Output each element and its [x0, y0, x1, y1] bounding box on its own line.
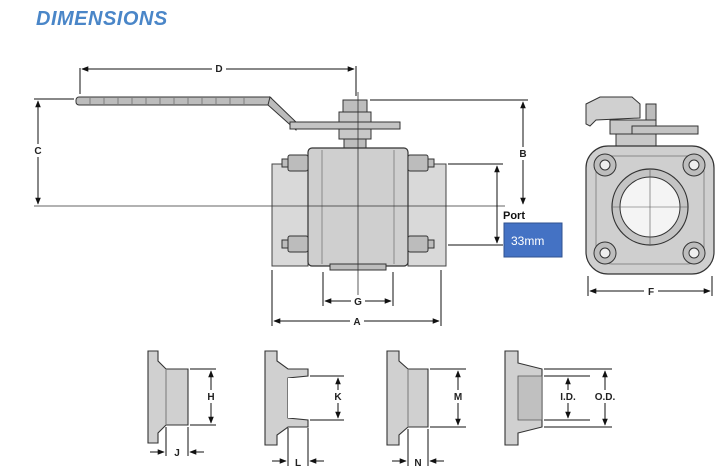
end-profile-id-od: I.D. O.D.	[504, 350, 621, 446]
label-m: M	[454, 392, 462, 403]
end-profile-m-n: M N	[386, 350, 466, 469]
label-od: O.D.	[595, 392, 616, 403]
port-value: 33mm	[511, 234, 544, 248]
label-l: L	[295, 458, 301, 469]
label-id: I.D.	[560, 392, 576, 403]
label-d: D	[215, 64, 222, 75]
end-profile-k-l: K L	[264, 350, 345, 469]
handle-lever	[75, 96, 401, 131]
label-n: N	[414, 458, 421, 469]
label-c: C	[34, 146, 41, 157]
label-b: B	[519, 149, 526, 160]
stem-nut	[338, 99, 372, 149]
port-label: Port	[503, 210, 525, 222]
port-value-box	[503, 222, 563, 258]
label-g: G	[354, 297, 362, 308]
body-bolts	[281, 154, 435, 253]
label-a: A	[353, 317, 360, 328]
label-j: J	[174, 448, 180, 459]
label-h: H	[207, 392, 214, 403]
page-title: DIMENSIONS	[36, 8, 168, 30]
valve-side-view	[34, 92, 505, 302]
label-f: F	[648, 287, 654, 298]
valve-end-view	[585, 96, 715, 275]
label-k: K	[334, 392, 342, 403]
side-dimension-labels: D C B G A	[31, 62, 530, 328]
end-profile-h-j: H J	[147, 350, 218, 459]
